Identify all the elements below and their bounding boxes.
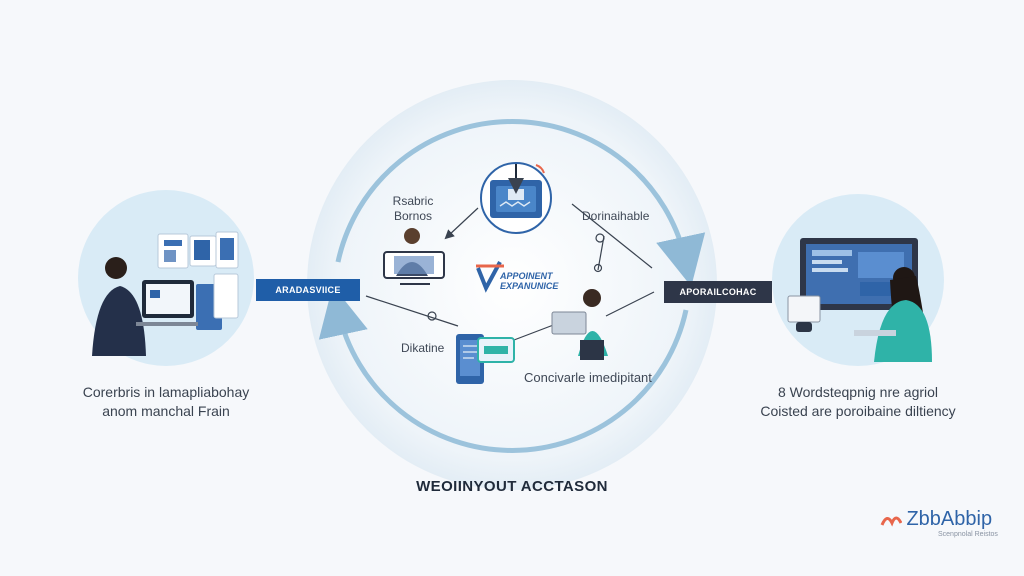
right-tag: APORAILCOHAC: [664, 281, 772, 303]
brand-mark-icon: [880, 516, 903, 527]
dashboard-icon: [480, 162, 552, 234]
brand-subtitle: Scenpnolal Reistos: [938, 531, 998, 538]
node-dot: [593, 263, 603, 273]
left-caption: Corerbris in lamapliabohay anom manchal …: [82, 384, 250, 419]
label-top-right: Dorinaihable: [582, 209, 650, 223]
brand-logo: ZbbAbbip Scenpnolal Reistos: [880, 508, 1016, 538]
woman-laptop-icon: [551, 289, 608, 360]
label-top-left: Rsabric Bornos: [392, 194, 434, 223]
left-tag: ARADASVIICE: [256, 279, 360, 301]
right-illustration: [772, 194, 944, 366]
node-dot: [595, 233, 605, 243]
center-glow: [307, 80, 717, 490]
person-tablet-icon: [383, 228, 445, 285]
center-logo-text: APPOINENT EXPANUNICE: [500, 271, 559, 291]
label-bottom-right: Concivarle imedipitant: [524, 370, 652, 385]
line-mid-left: [365, 295, 459, 327]
right-caption: 8 Wordsteqpnig nre agriol Coisted are po…: [760, 384, 956, 419]
left-illustration: [78, 190, 254, 366]
node-dot: [427, 311, 437, 321]
brand-name: ZbbAbbip: [906, 508, 993, 530]
label-bottom-left: Dikatine: [401, 341, 445, 355]
ring-arc-top: [335, 119, 706, 287]
line-mid-right: [513, 323, 557, 341]
appointment-logo-icon: [476, 261, 504, 293]
ring-arc-bottom: [318, 285, 689, 453]
line-right-out: [605, 291, 655, 317]
line-top-to-right: [571, 203, 653, 269]
line-top-to-person: [444, 207, 479, 240]
diagram-title: WEOIINYOUT ACCTASON: [416, 478, 608, 495]
document-phone-icon: [456, 334, 515, 384]
